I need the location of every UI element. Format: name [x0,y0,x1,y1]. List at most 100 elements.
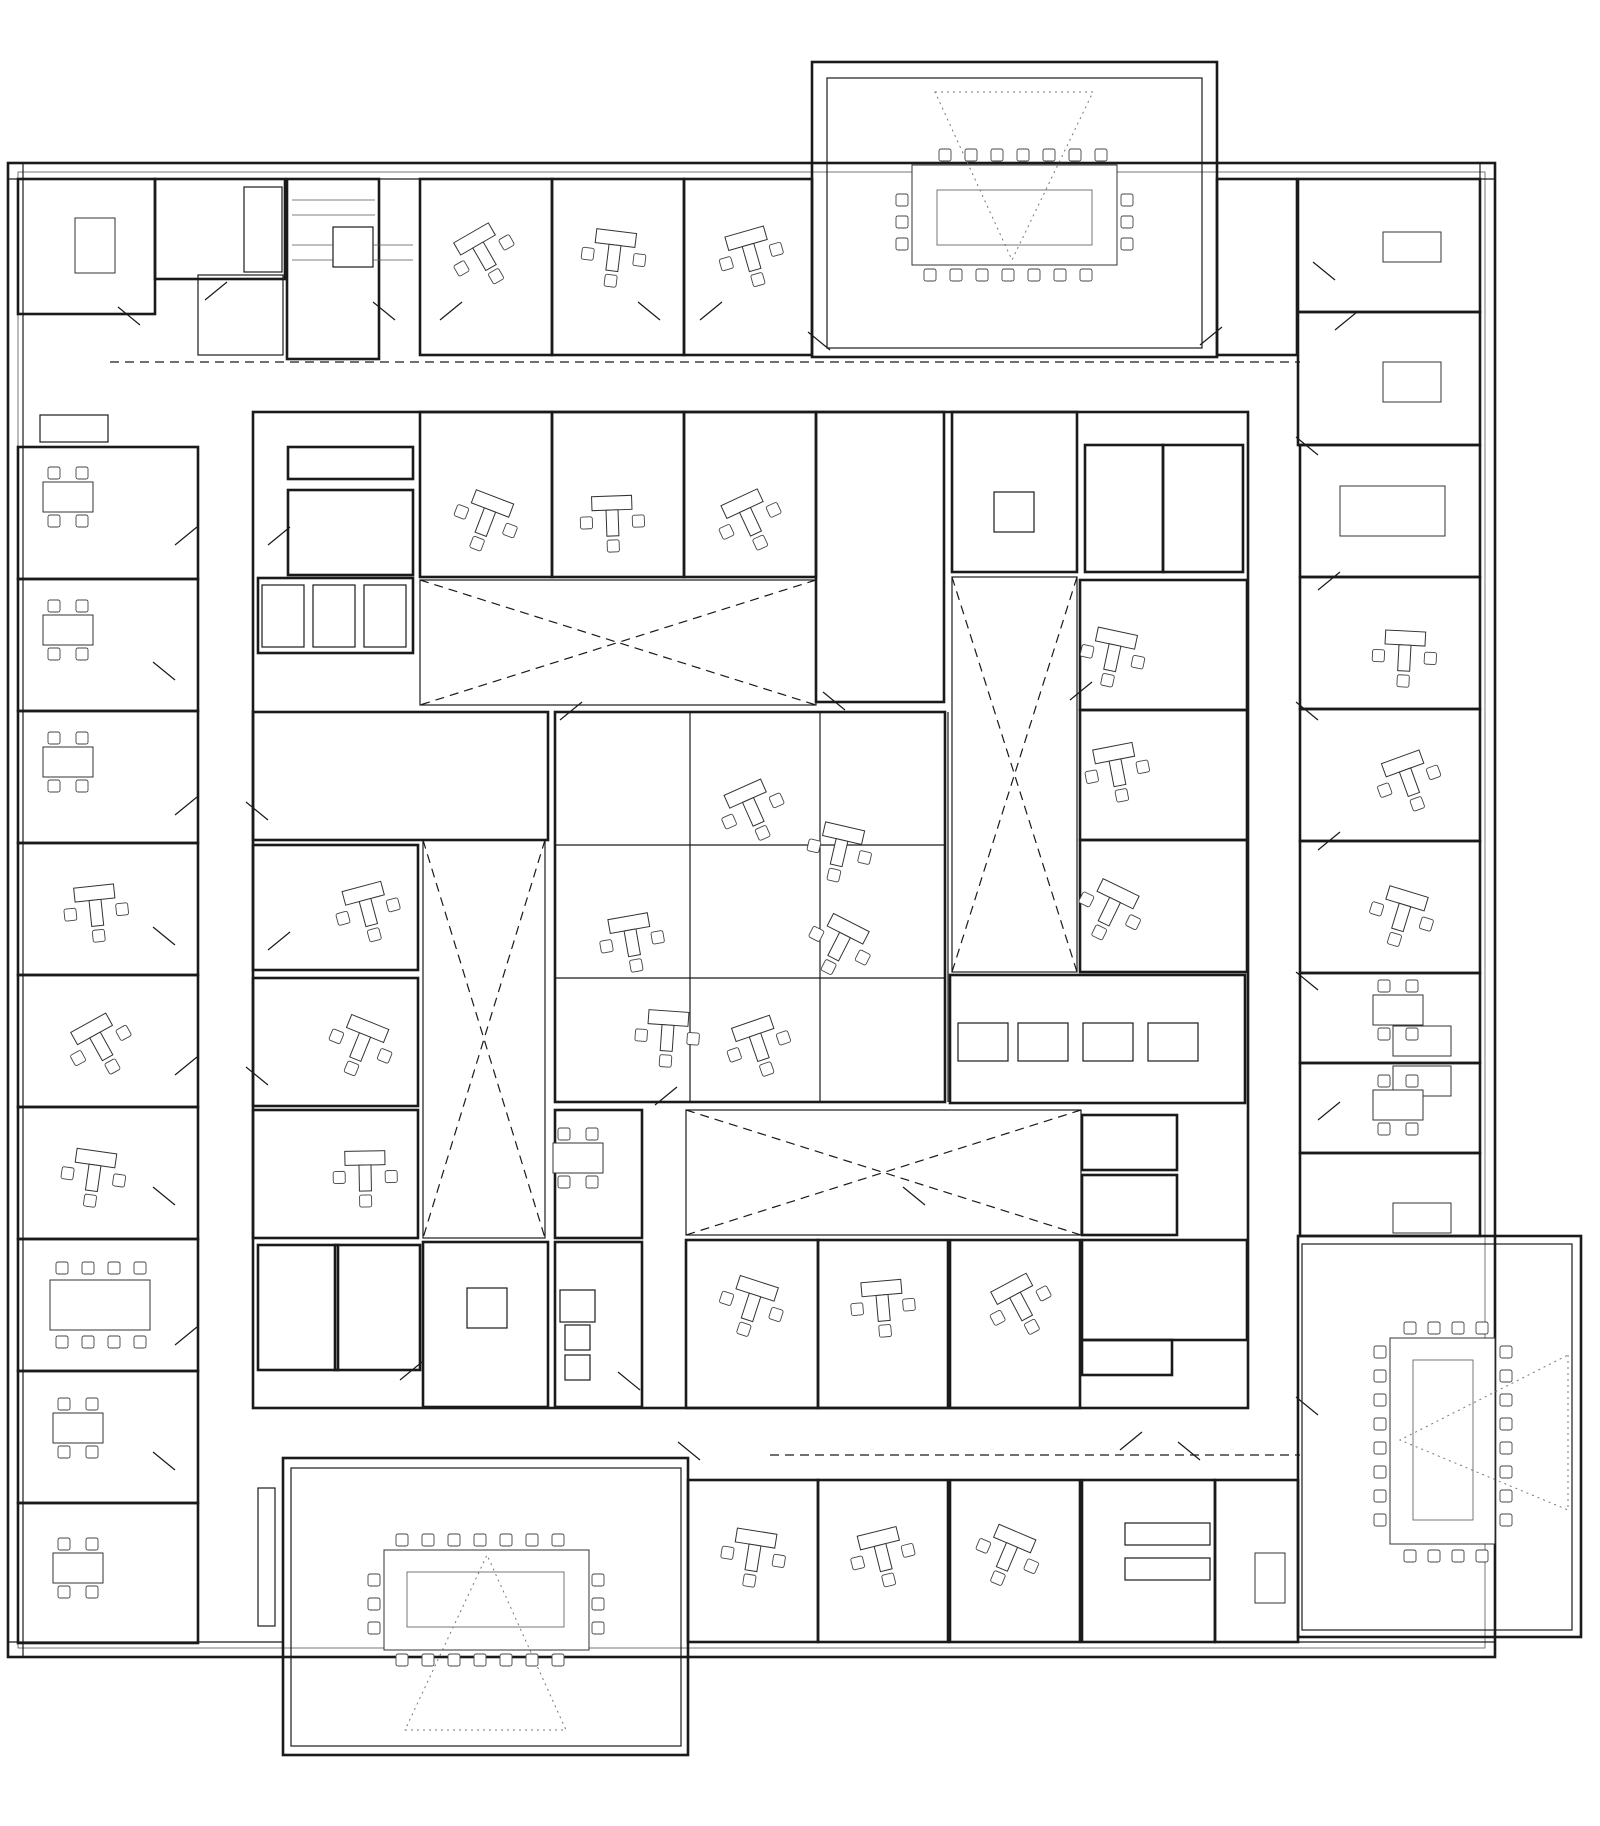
chair [1475,1321,1489,1335]
chair [557,1175,571,1189]
chair [1499,1441,1513,1455]
chair [47,514,61,528]
desk [875,1293,891,1322]
chair [55,1335,69,1349]
chair [47,466,61,480]
chair [85,1397,99,1411]
workstation-cluster [60,1147,127,1208]
chair [81,1335,95,1349]
chair [1373,1441,1387,1455]
chair [1001,268,1015,282]
east-meeting-room [1301,1243,1573,1631]
chair [1053,268,1067,282]
chair [1371,648,1386,663]
door-leaf [637,301,661,321]
chair [1396,674,1410,688]
chair [395,1653,409,1667]
chair [938,148,952,162]
chair [990,148,1004,162]
table [1372,1089,1424,1121]
workstation-cluster [850,1525,916,1588]
table [52,1552,104,1584]
chair [1125,914,1141,930]
desk [741,796,765,827]
chair [736,1321,752,1337]
table [1372,994,1424,1026]
table [49,1279,151,1331]
chair [1451,1321,1465,1335]
chair [975,1538,992,1554]
chair [895,237,909,251]
desk [358,897,379,928]
south-meeting-chairs [367,1533,605,1667]
desk [474,507,497,538]
chair [585,1127,599,1141]
chair [133,1335,147,1349]
chair [366,927,382,943]
chair [808,926,825,942]
chair [585,1175,599,1189]
chair [1423,651,1437,665]
desk [358,1164,372,1192]
chair [367,1597,381,1611]
desk [1009,1291,1034,1322]
chair [376,1048,393,1064]
desk [73,883,116,903]
chair [1135,759,1150,774]
table [552,1142,604,1174]
chair [1120,237,1134,251]
chair [328,1028,345,1045]
chair [1023,1558,1039,1574]
workstation-cluster [850,1278,916,1338]
chair [1068,148,1082,162]
chair [453,260,470,277]
chair [1405,1122,1419,1136]
chair [473,1653,487,1667]
door-leaf [267,931,291,951]
chair [591,1573,605,1587]
chair [806,838,822,854]
chair [385,897,401,913]
chair [83,1193,97,1208]
chair [75,779,89,793]
chair [634,1028,648,1042]
chair [104,1058,121,1075]
chair [850,1302,864,1317]
workstation-cluster [719,1274,784,1337]
chair [551,1653,565,1667]
chair [854,949,871,966]
chair [525,1653,539,1667]
desk [1097,896,1122,927]
desk [740,1292,762,1323]
door-leaf [617,1371,641,1391]
chair [57,1537,71,1551]
chair [650,930,665,945]
chair [525,1533,539,1547]
door-leaf [699,301,723,321]
chair [1120,215,1134,229]
chair [367,1573,381,1587]
desk [860,1278,903,1298]
chair [367,1621,381,1635]
central-block [251,410,1250,1410]
small-tables [42,466,1424,1599]
chair [1403,1549,1417,1563]
door-leaf [1119,1431,1143,1451]
chair [1409,796,1425,812]
chair [1035,1285,1052,1302]
chair [1094,148,1108,162]
chair [1418,916,1434,932]
chair [1377,1027,1391,1041]
chair [606,539,620,553]
door-leaf [245,801,269,821]
chair [395,1533,409,1547]
workstation-cluster [1369,885,1434,947]
door-leaf [677,1441,701,1461]
chair [990,1570,1006,1586]
chair [1373,1393,1387,1407]
chair [1387,931,1402,947]
desk [344,1150,386,1166]
chair [1373,1417,1387,1431]
door-leaf [1177,1441,1201,1461]
chair [502,522,518,539]
